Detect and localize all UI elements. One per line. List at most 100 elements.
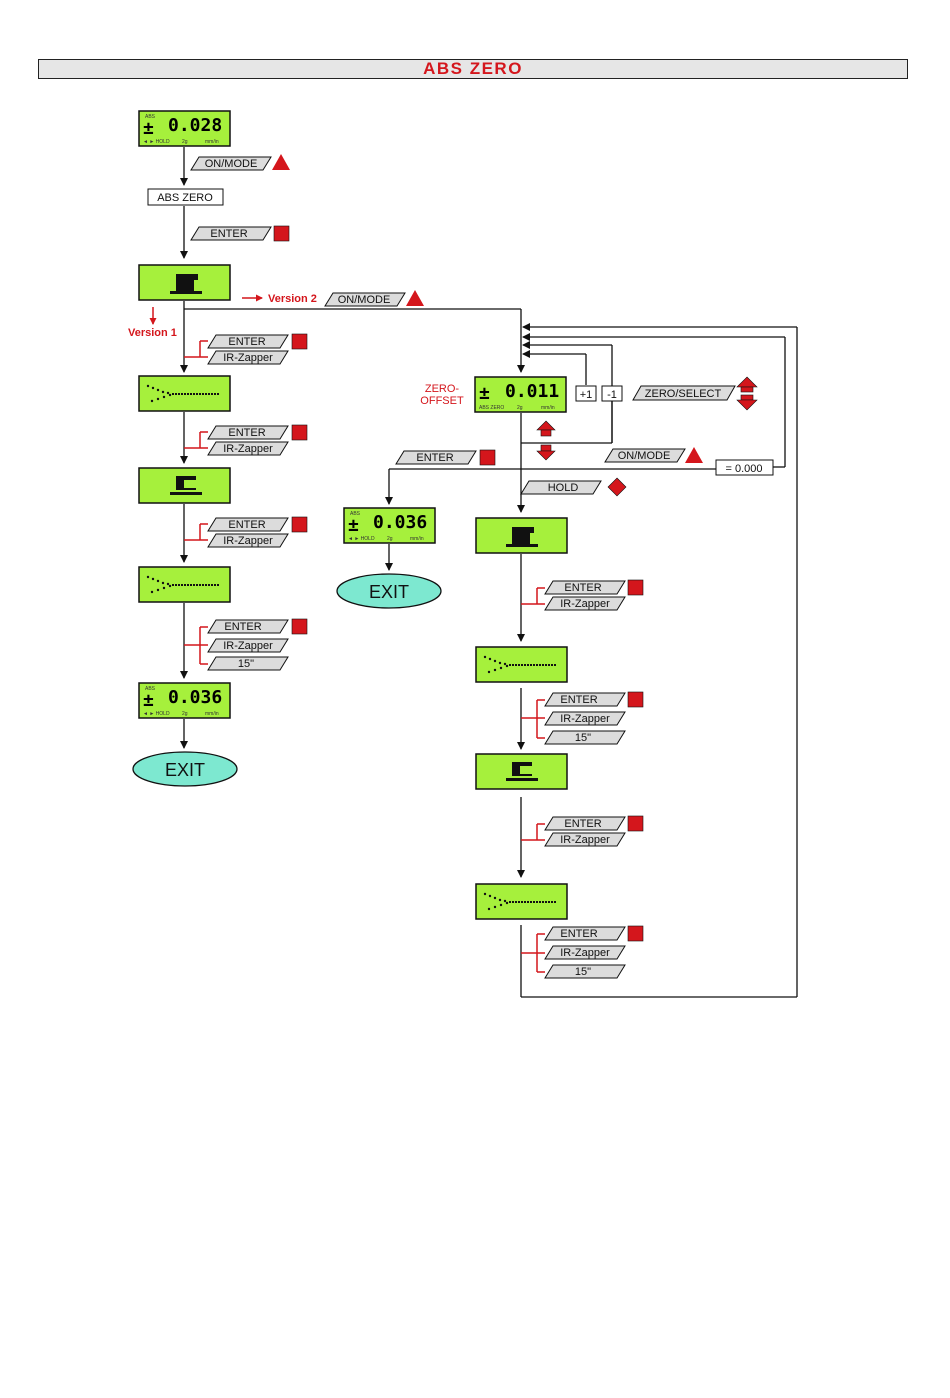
svg-text:ABS: ABS [145, 686, 156, 692]
svg-text:ENTER: ENTER [228, 427, 265, 439]
svg-text:±: ± [348, 515, 359, 536]
svg-text:IR-Zapper: IR-Zapper [223, 535, 273, 547]
svg-text:+1: +1 [580, 389, 593, 401]
zero-offset-label-2: OFFSET [420, 395, 464, 407]
ir-zapper-key[interactable]: IR-Zapper [207, 441, 289, 456]
key-group-left-4: ENTER IR-Zapper 15" [184, 618, 308, 671]
svg-text:ENTER: ENTER [228, 336, 265, 348]
lcd-wave-2 [138, 566, 231, 603]
ir-zapper-key[interactable]: IR-Zapper [207, 638, 289, 653]
svg-text:ENTER: ENTER [210, 228, 247, 240]
page-title: ABS ZERO [423, 59, 523, 78]
square-icon [627, 815, 644, 832]
svg-text:ABS: ABS [145, 114, 156, 120]
svg-text:15": 15" [575, 732, 591, 744]
square-icon [479, 449, 496, 466]
arrow-up-icon [536, 420, 556, 437]
square-icon [273, 225, 290, 242]
triangle-up-icon [272, 154, 290, 170]
lcd-display-result-middle: ABS ± 0.036 ◄ ► HOLD 2g mm/in [343, 507, 436, 544]
key-group-right-3: ENTER IR-Zapper [521, 815, 644, 847]
svg-text:ON/MODE: ON/MODE [618, 450, 671, 462]
svg-text:0.028: 0.028 [168, 115, 222, 136]
enter-key-middle[interactable]: ENTER [395, 450, 477, 465]
plus-one-box[interactable]: +1 [575, 385, 597, 402]
timeout-15-key[interactable]: 15" [207, 656, 289, 671]
svg-text:15": 15" [575, 966, 591, 978]
on-mode-key-2[interactable]: ON/MODE [324, 292, 406, 307]
svg-text:ENTER: ENTER [564, 818, 601, 830]
svg-text:15": 15" [238, 658, 254, 670]
square-icon [291, 424, 308, 441]
timeout-15-key[interactable]: 15" [544, 730, 626, 745]
svg-text:= 0.000: = 0.000 [725, 463, 762, 475]
enter-key[interactable]: ENTER [544, 692, 626, 707]
enter-key[interactable]: ENTER [207, 334, 289, 349]
enter-key[interactable]: ENTER [544, 580, 626, 595]
ir-zapper-key[interactable]: IR-Zapper [544, 832, 626, 847]
enter-key[interactable]: ENTER [207, 517, 289, 532]
svg-text:◄ ► HOLD: ◄ ► HOLD [348, 536, 375, 542]
key-group-left-2: ENTER IR-Zapper [184, 424, 308, 456]
svg-text:2g: 2g [387, 536, 393, 542]
svg-text:ENTER: ENTER [224, 621, 261, 633]
lcd-display-result-left: ABS ± 0.036 ◄ ► HOLD 2g mm/in [138, 682, 231, 719]
svg-text:mm/in: mm/in [541, 405, 555, 411]
on-mode-key-3[interactable]: ON/MODE [604, 448, 686, 463]
triangle-up-icon [685, 447, 703, 463]
key-group-left-3: ENTER IR-Zapper [184, 516, 308, 548]
ir-zapper-key[interactable]: IR-Zapper [207, 533, 289, 548]
enter-key[interactable]: ENTER [544, 926, 626, 941]
svg-text:ABS ZERO: ABS ZERO [157, 192, 213, 204]
svg-text:IR-Zapper: IR-Zapper [560, 598, 610, 610]
square-icon [291, 618, 308, 635]
timeout-15-key[interactable]: 15" [544, 964, 626, 979]
triangle-up-icon [406, 290, 424, 306]
svg-text:2g: 2g [517, 405, 523, 411]
svg-text:IR-Zapper: IR-Zapper [560, 713, 610, 725]
svg-text:ABS ZERO: ABS ZERO [479, 405, 504, 411]
svg-text:0.011: 0.011 [505, 381, 559, 402]
svg-text:◄ ► HOLD: ◄ ► HOLD [143, 711, 170, 717]
square-icon [627, 925, 644, 942]
svg-text:±: ± [143, 690, 154, 711]
svg-text:IR-Zapper: IR-Zapper [560, 947, 610, 959]
ir-zapper-key[interactable]: IR-Zapper [207, 350, 289, 365]
lcd-probe-down-2 [475, 753, 568, 790]
svg-text:◄ ► HOLD: ◄ ► HOLD [143, 139, 170, 145]
key-group-right-1: ENTER IR-Zapper [521, 579, 644, 611]
equals-zero-box: = 0.000 [715, 459, 774, 476]
lcd-probe-up-1 [138, 264, 231, 301]
svg-text:2g: 2g [182, 139, 188, 145]
zero-select-key[interactable]: ZERO/SELECT [632, 385, 736, 401]
svg-text:mm/in: mm/in [205, 139, 219, 145]
square-icon [291, 516, 308, 533]
svg-text:EXIT: EXIT [165, 760, 205, 780]
svg-text:ZERO/SELECT: ZERO/SELECT [645, 388, 722, 400]
svg-text:2g: 2g [182, 711, 188, 717]
enter-key-1[interactable]: ENTER [190, 226, 272, 241]
ir-zapper-key[interactable]: IR-Zapper [544, 711, 626, 726]
ir-zapper-key[interactable]: IR-Zapper [544, 945, 626, 960]
svg-text:±: ± [479, 383, 490, 404]
enter-key[interactable]: ENTER [207, 425, 289, 440]
key-group-left-1: ENTER IR-Zapper [184, 333, 308, 365]
svg-text:ON/MODE: ON/MODE [338, 294, 391, 306]
title-bar: ABS ZERO [38, 59, 908, 79]
minus-one-box[interactable]: -1 [601, 385, 623, 402]
lcd-wave-1 [138, 375, 231, 412]
ir-zapper-key[interactable]: IR-Zapper [544, 596, 626, 611]
arrow-down-icon [536, 444, 556, 461]
enter-key[interactable]: ENTER [207, 619, 289, 634]
zero-offset-label-1: ZERO- [425, 383, 460, 395]
exit-node-middle: EXIT [336, 573, 442, 609]
lcd-display-start: ABS ± 0.028 ◄ ► HOLD 2g mm/in [138, 110, 231, 147]
square-icon [627, 691, 644, 708]
hold-key[interactable]: HOLD [520, 480, 602, 495]
abs-zero-box: ABS ZERO [147, 188, 224, 206]
svg-text:EXIT: EXIT [369, 582, 409, 602]
on-mode-key-1[interactable]: ON/MODE [190, 156, 272, 171]
svg-text:ENTER: ENTER [564, 582, 601, 594]
enter-key[interactable]: ENTER [544, 816, 626, 831]
